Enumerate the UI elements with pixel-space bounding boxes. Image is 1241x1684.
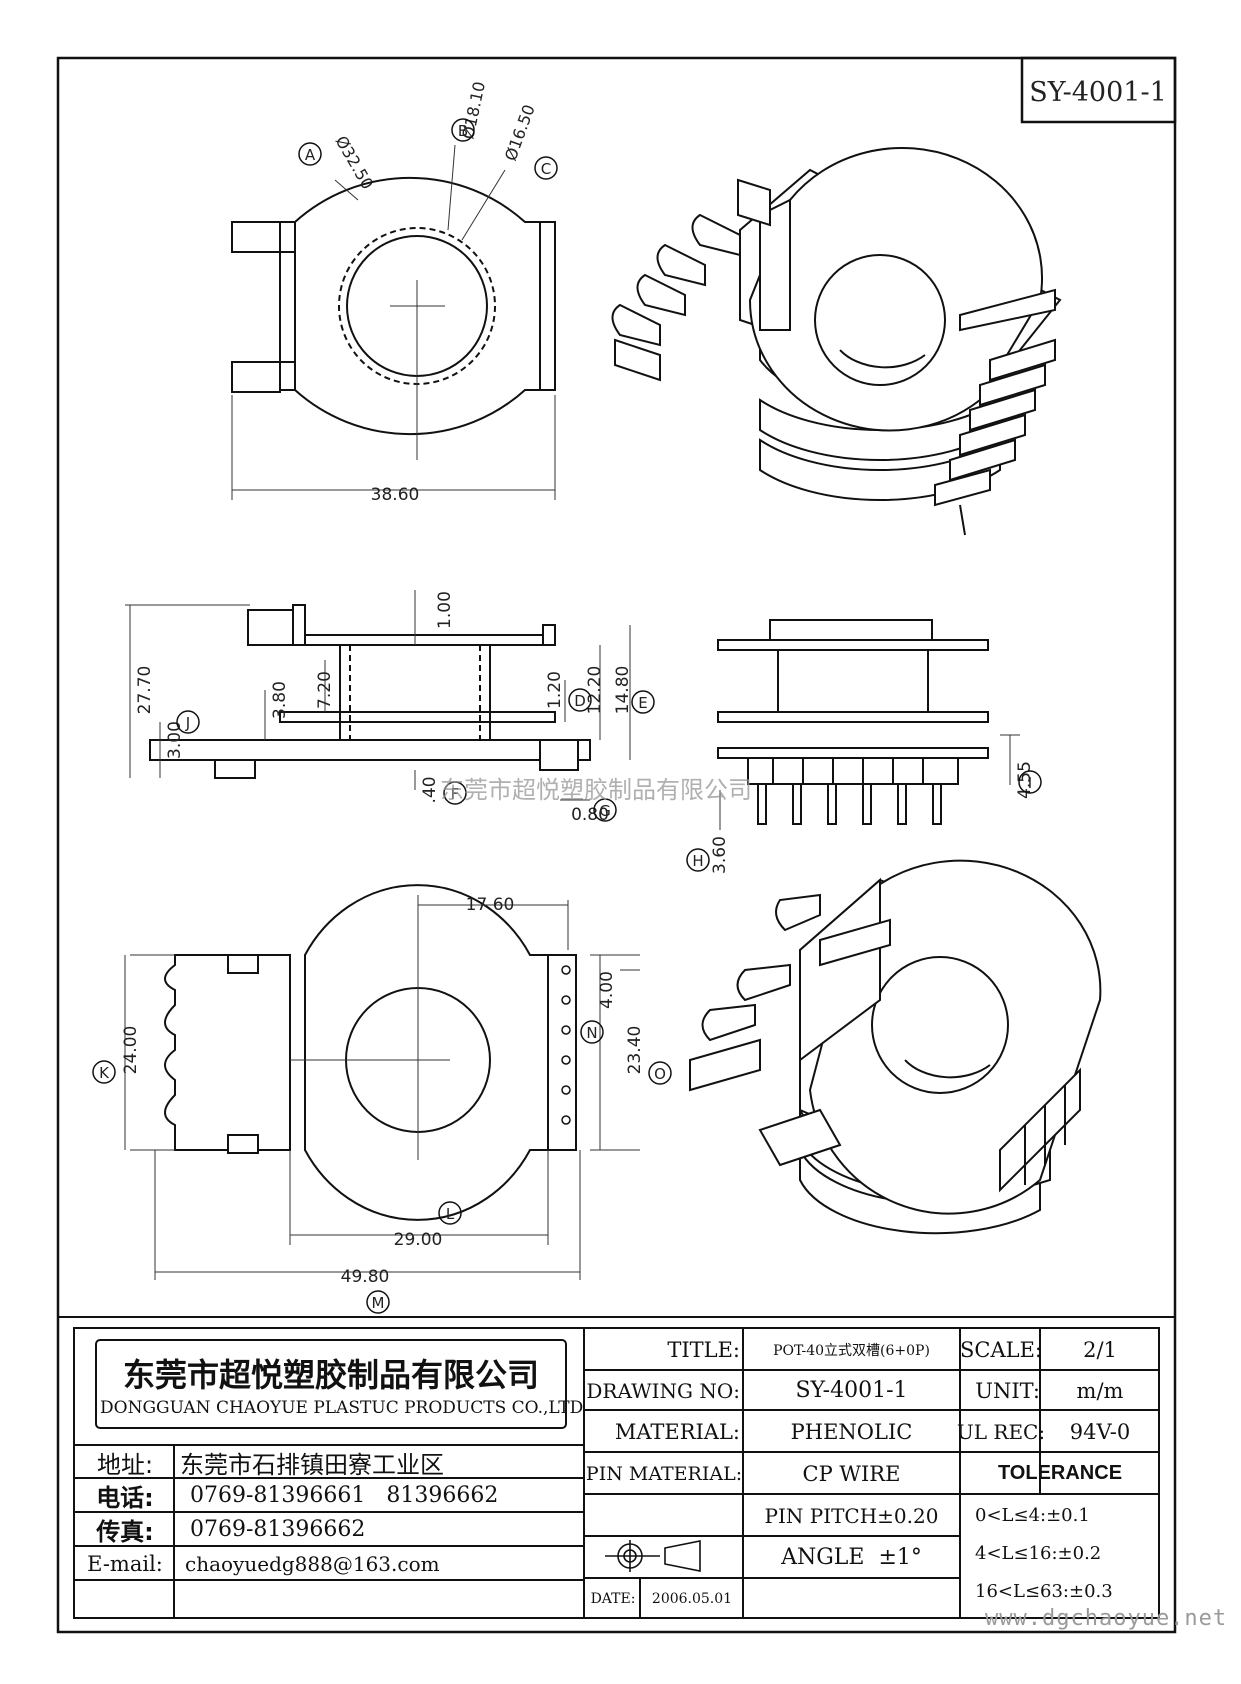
date-label: DATE: xyxy=(590,1590,636,1607)
drawing-no-value: SY-4001-1 xyxy=(795,1378,908,1403)
dim-4980: 49.80 xyxy=(341,1267,390,1287)
pin-material-value: CP WIRE xyxy=(802,1461,901,1486)
material-label: MATERIAL: xyxy=(614,1419,740,1444)
dim-400: 4.00 xyxy=(597,971,617,1009)
label-G: G xyxy=(599,802,611,820)
dim-2340: 23.40 xyxy=(625,1026,645,1075)
material-value: PHENOLIC xyxy=(790,1419,913,1444)
address-value: 东莞市石排镇田寮工业区 xyxy=(180,1450,444,1479)
dim-1220: 12.20 xyxy=(585,666,605,715)
bottom-view xyxy=(164,884,577,1221)
drawing-no-label: DRAWING NO: xyxy=(586,1378,740,1403)
dim-380: 3.80 xyxy=(270,681,290,719)
company-name-cn: 东莞市超悦塑胶制品有限公司 xyxy=(122,1356,539,1394)
side-view-right xyxy=(717,619,989,825)
label-N: N xyxy=(586,1024,597,1042)
phone-label: 电话: xyxy=(96,1484,154,1512)
label-D: D xyxy=(574,692,586,710)
angle: ANGLE ±1° xyxy=(781,1545,922,1570)
tolerance-line-1: 0<L≤4:±0.1 xyxy=(975,1504,1090,1526)
label-H: H xyxy=(692,852,703,870)
dim-360: 3.60 xyxy=(710,836,730,874)
pin-material-label: PIN MATERIAL: xyxy=(585,1462,743,1485)
dim-120: 1.20 xyxy=(545,671,565,709)
label-K: K xyxy=(99,1064,110,1082)
label-L: L xyxy=(446,1205,455,1223)
center-watermark: 东莞市超悦塑胶制品有限公司 xyxy=(440,776,752,804)
date-value: 2006.05.01 xyxy=(651,1590,733,1607)
scale-value: 2/1 xyxy=(1083,1338,1117,1362)
dim-2770: 27.70 xyxy=(135,666,155,715)
unit-label: UNIT: xyxy=(975,1378,1040,1403)
isometric-view-bottom xyxy=(689,859,1102,1235)
email-value: chaoyuedg888@163.com xyxy=(185,1551,440,1576)
projection-symbol-icon xyxy=(605,1540,701,1572)
dim-top-width: 38.60 xyxy=(371,485,420,505)
label-I: I xyxy=(1028,774,1032,792)
email-label: E-mail: xyxy=(87,1551,163,1576)
label-A: A xyxy=(305,146,316,164)
title-label: TITLE: xyxy=(667,1338,740,1362)
footer-watermark: www.dgchaoyue.net xyxy=(985,1606,1228,1631)
dim-1760: 17.60 xyxy=(466,895,515,915)
company-name-box xyxy=(95,1339,567,1429)
tolerance-line-3: 16<L≤63:±0.3 xyxy=(975,1580,1113,1602)
title-value: POT-40立式双槽(6+0P) xyxy=(773,1343,930,1359)
side-view-front xyxy=(149,604,591,779)
drawing-frame xyxy=(56,56,1177,1634)
phone-value: 0769-81396661 81396662 xyxy=(190,1483,499,1508)
address-label: 地址: xyxy=(96,1450,154,1479)
fax-label: 传真: xyxy=(96,1518,154,1546)
dim-1480: 14.80 xyxy=(613,666,633,715)
tolerance-label: TOLERANCE xyxy=(997,1462,1123,1484)
fax-value: 0769-81396662 xyxy=(190,1517,366,1542)
label-F: F xyxy=(451,785,460,803)
scale-label: SCALE: xyxy=(960,1338,1042,1362)
dim-C-value: Ø16.50 xyxy=(501,102,539,163)
unit-value: m/m xyxy=(1076,1378,1124,1403)
dim-40: .40 xyxy=(420,776,440,803)
drawing-code-box xyxy=(1020,56,1177,124)
label-M: M xyxy=(372,1294,385,1312)
drawing-code: SY-4001-1 xyxy=(1029,77,1167,108)
label-J: J xyxy=(185,714,190,732)
ul-label: UL REC: xyxy=(956,1419,1046,1444)
dim-300: 3.00 xyxy=(165,721,185,759)
dim-2400: 24.00 xyxy=(121,1026,141,1075)
pin-pitch: PIN PITCH±0.20 xyxy=(764,1503,939,1528)
dim-720: 7.20 xyxy=(315,671,335,709)
company-name-en: DONGGUAN CHAOYUE PLASTUC PRODUCTS CO.,LT… xyxy=(100,1398,584,1418)
dim-100: 1.00 xyxy=(435,591,455,629)
dim-2900: 29.00 xyxy=(394,1230,443,1250)
ul-value: 94V-0 xyxy=(1069,1419,1131,1444)
label-O: O xyxy=(654,1065,666,1083)
isometric-view-top xyxy=(611,146,1062,536)
title-block xyxy=(58,1316,1175,1619)
tolerance-line-2: 4<L≤16:±0.2 xyxy=(975,1542,1102,1564)
label-E: E xyxy=(638,694,647,712)
label-B: B xyxy=(458,122,468,140)
label-C: C xyxy=(541,160,551,178)
